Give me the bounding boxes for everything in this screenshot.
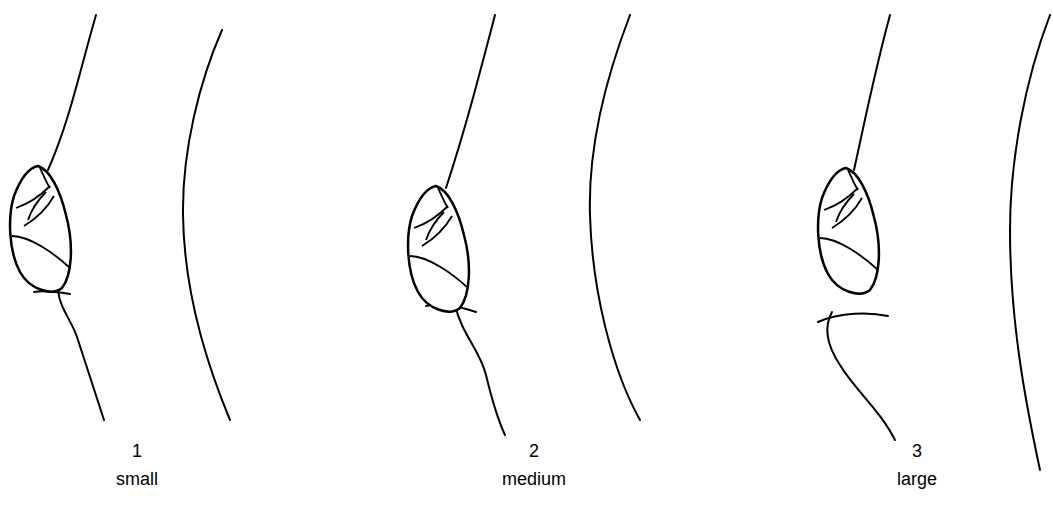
size-label: small [116,470,158,490]
size-label: large [897,470,937,490]
callout-number: 3 [912,442,922,462]
figure-outlines [34,15,1050,470]
size-label: medium [502,470,566,490]
callout-number: 1 [132,442,142,462]
callout-number: 2 [529,442,539,462]
